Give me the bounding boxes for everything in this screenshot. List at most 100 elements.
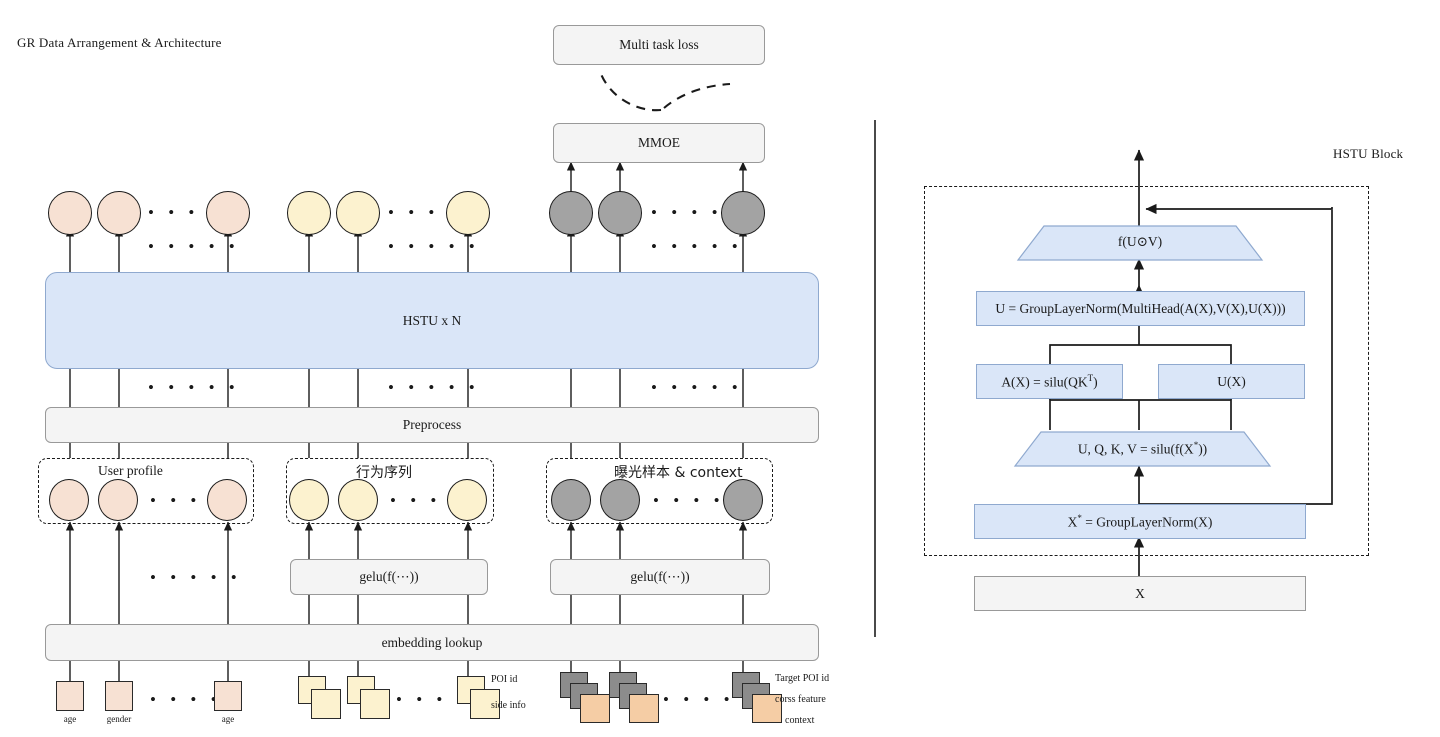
output-node-target-2[interactable] [598,191,642,235]
ux-box[interactable]: U(X) [1158,364,1305,399]
multi-task-loss-label: Multi task loss [619,37,699,52]
right-panel-connectors [1044,149,1333,576]
uqkv-trapezoid[interactable] [1013,431,1272,467]
xstar-tail: = GroupLayerNorm(X) [1081,514,1213,530]
group-box-target[interactable] [546,458,773,524]
ellipsis-top-user-2: • • • • • [148,237,240,256]
gelu-target-label: gelu(f(⋯)) [630,569,690,584]
u-grouplayernorm-box[interactable]: U = GroupLayerNorm(MultiHead(A(X),V(X),U… [976,291,1305,326]
ellipsis-top-behavior-2: • • • • • [388,237,480,256]
ellipsis-top-target: • • • • • [651,203,743,222]
output-node-behavior-3[interactable] [446,191,490,235]
input-node-target-2[interactable] [600,479,640,521]
group-label-target: 曝光样本 & context [614,465,743,481]
feature-square-context-1 [580,694,610,723]
input-node-behavior-3[interactable] [447,479,487,521]
feature-stack-behavior-2[interactable] [347,676,393,720]
input-node-target-3[interactable] [723,479,763,521]
feature-stack-target-2[interactable] [609,672,663,726]
feature-stack-behavior-3[interactable] [457,676,503,720]
feature-label-context: context [785,715,815,726]
uqkv-text: U, Q, K, V = silu(f(X [1077,441,1194,457]
x-input-box[interactable]: X [974,576,1306,611]
feature-label-side-info: side info [491,700,526,711]
gelu-box-behavior[interactable]: gelu(f(⋯)) [290,559,488,595]
mmoe-box[interactable]: MMOE [553,123,765,163]
xstar-label: X* = GroupLayerNorm(X) [1068,513,1213,531]
feature-label-target-poi-id: Target POI id [775,673,830,684]
preprocess-box[interactable]: Preprocess [45,407,819,443]
output-node-user-3[interactable] [206,191,250,235]
ellipsis-embed-user: • • • • • [150,568,242,587]
group-box-behavior[interactable] [286,458,494,524]
ellipsis-features-target: • • • • • [663,690,755,709]
hstu-block-title: HSTU Block [1333,146,1404,161]
hstu-stack-box[interactable]: HSTU x N [45,272,819,369]
f-uv-trapezoid[interactable] [1016,225,1264,262]
x-input-label: X [1135,585,1145,601]
ellipsis-mid-target: • • • • • [651,378,743,397]
uqkv-label: U, Q, K, V = silu(f(X*)) [1015,440,1270,458]
ax-superscript: T [1087,372,1094,383]
ax-box[interactable]: A(X) = silu(QKT) [976,364,1123,399]
embedding-lookup-box[interactable]: embedding lookup [45,624,819,661]
ax-tail: ) [1093,374,1098,390]
panel-divider [874,120,876,637]
page-title: GR Data Arrangement & Architecture [17,35,222,50]
group-label-behavior: 行为序列 [356,465,412,481]
feature-stack-behavior-1[interactable] [298,676,344,720]
u-grouplayernorm-label: U = GroupLayerNorm(MultiHead(A(X),V(X),U… [995,300,1286,316]
output-node-behavior-1[interactable] [287,191,331,235]
gelu-behavior-label: gelu(f(⋯)) [359,569,419,584]
feature-label-age-2: age [221,714,235,724]
feature-label-gender: gender [106,714,132,724]
embedding-lookup-label: embedding lookup [381,634,483,650]
ellipsis-top-target-2: • • • • • [651,237,743,256]
input-node-behavior-2[interactable] [338,479,378,521]
gelu-box-target[interactable]: gelu(f(⋯)) [550,559,770,595]
output-node-user-2[interactable] [97,191,141,235]
feature-square-context-3 [752,694,782,723]
feature-stack-target-3[interactable] [732,672,786,726]
uqkv-superscript: * [1193,440,1199,450]
feature-label-poi-id: POI id [491,674,518,685]
feature-square-gender[interactable] [105,681,133,711]
ax-text: A(X) = silu(QK [1001,374,1088,390]
input-node-user-2[interactable] [98,479,138,521]
output-node-target-1[interactable] [549,191,593,235]
feature-stack-target-1[interactable] [560,672,614,726]
feature-square-age-1[interactable] [56,681,84,711]
feature-label-corss-feature: corss feature [775,694,826,705]
mmoe-label: MMOE [637,135,680,150]
xstar-superscript: * [1077,512,1082,523]
uqkv-tail: )) [1198,441,1208,457]
feature-square-age-2[interactable] [214,681,242,711]
feature-square-side-info-1 [311,689,341,719]
hstu-stack-label: HSTU x N [402,312,462,328]
feature-square-context-2 [629,694,659,723]
feature-square-side-info-2 [360,689,390,719]
output-node-user-1[interactable] [48,191,92,235]
ellipsis-group-target: • • • • • [653,491,745,510]
group-label-user-profile: User profile [98,463,163,478]
feature-label-age-1: age [63,714,77,724]
input-node-behavior-1[interactable] [289,479,329,521]
multi-task-loss-box[interactable]: Multi task loss [553,25,765,65]
output-node-target-3[interactable] [721,191,765,235]
left-panel-connectors [65,73,748,681]
f-uv-label: f(U⊙V) [1117,234,1163,249]
ux-label: U(X) [1217,373,1246,389]
input-node-target-1[interactable] [551,479,591,521]
feature-square-side-info-3 [470,689,500,719]
ellipsis-mid-user: • • • • • [148,378,240,397]
input-node-user-1[interactable] [49,479,89,521]
xstar-text: X [1067,514,1078,530]
ax-label: A(X) = silu(QKT) [1001,373,1097,391]
hstu-block-boundary [924,186,1369,556]
group-box-user-profile[interactable] [38,458,254,524]
input-node-user-3[interactable] [207,479,247,521]
preprocess-label: Preprocess [402,417,462,432]
output-node-behavior-2[interactable] [336,191,380,235]
xstar-box[interactable]: X* = GroupLayerNorm(X) [974,504,1306,539]
ellipsis-mid-behavior: • • • • • [388,378,480,397]
